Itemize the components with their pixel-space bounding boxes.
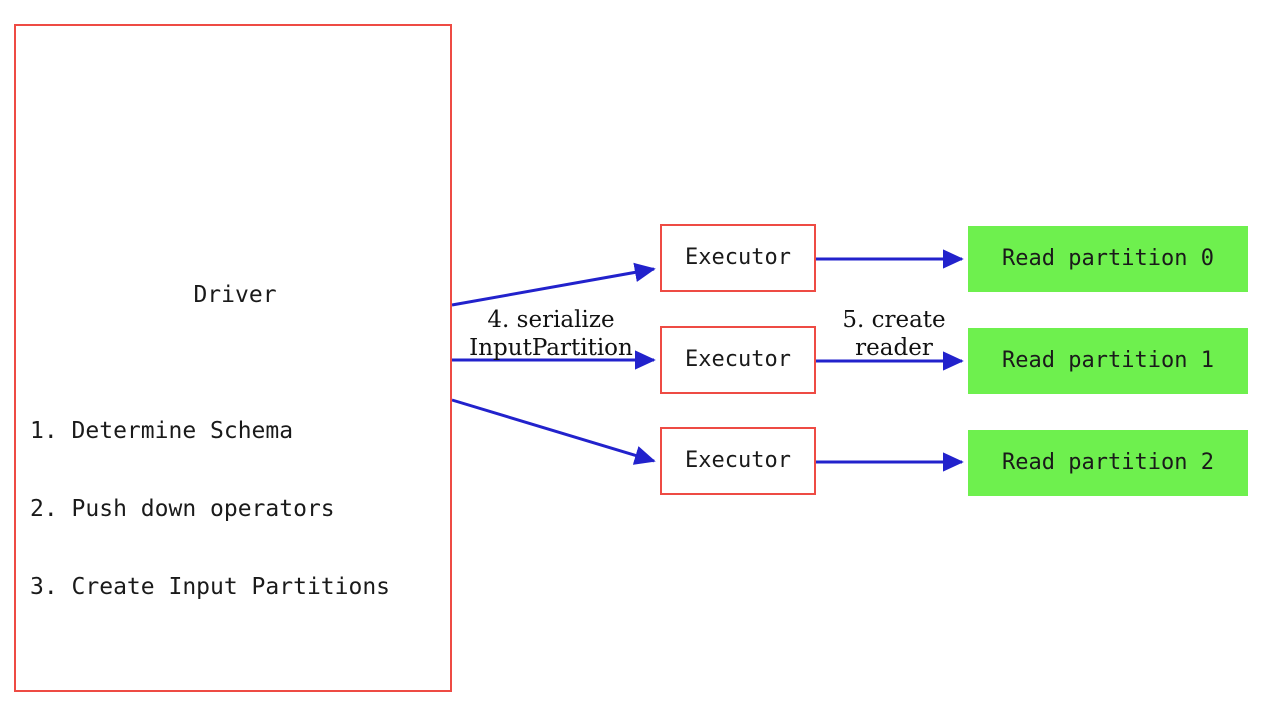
- driver-steps-list: 1. Determine Schema 2. Push down operato…: [30, 366, 454, 652]
- partition-label-0: Read partition 0: [1002, 246, 1214, 271]
- driver-title: Driver: [193, 282, 277, 308]
- arrow-driver-to-executor-0: [451, 262, 656, 307]
- edge-label-create-reader-line-1: 5. create: [842, 307, 946, 333]
- partition-label-1: Read partition 1: [1002, 348, 1214, 373]
- edge-label-create-reader-line-2: reader: [855, 335, 933, 361]
- partition-box-1: Read partition 1: [968, 328, 1248, 394]
- driver-step-3: 3. Create Input Partitions: [30, 574, 391, 600]
- partition-label-2: Read partition 2: [1002, 450, 1214, 475]
- executor-box-2: Executor: [660, 427, 816, 495]
- executor-label-1: Executor: [685, 347, 791, 372]
- executor-label-0: Executor: [685, 245, 791, 270]
- driver-step-2: 2. Push down operators: [30, 496, 335, 522]
- executor-box-0: Executor: [660, 224, 816, 292]
- edge-label-serialize-inputpartition: 4. serialize InputPartition: [461, 306, 641, 362]
- partition-box-0: Read partition 0: [968, 226, 1248, 292]
- executor-box-1: Executor: [660, 326, 816, 394]
- edge-label-serialize-line-1: 4. serialize: [487, 307, 615, 333]
- arrow-driver-to-executor-2: [451, 398, 656, 465]
- driver-step-1: 1. Determine Schema: [30, 418, 294, 444]
- edge-label-serialize-line-2: InputPartition: [469, 335, 633, 361]
- edge-label-create-reader: 5. create reader: [824, 306, 964, 362]
- driver-box: Driver 1. Determine Schema 2. Push down …: [14, 24, 452, 692]
- executor-label-2: Executor: [685, 448, 791, 473]
- partition-box-2: Read partition 2: [968, 430, 1248, 496]
